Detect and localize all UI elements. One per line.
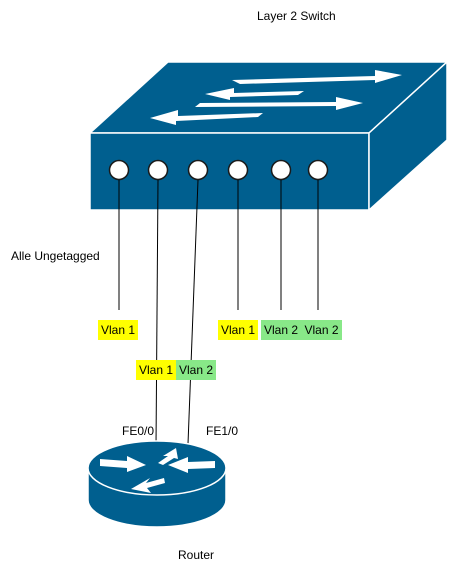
switch-port-5 <box>270 159 292 181</box>
untagged-note: Alle Ungetagged <box>11 249 100 263</box>
switch-port-2 <box>147 159 169 181</box>
vlan-tag-port-1: Vlan 1 <box>98 320 138 340</box>
vlan-tag-port-4: Vlan 1 <box>218 320 258 340</box>
cable-router-fe00 <box>155 179 159 448</box>
vlan-tag-port-5: Vlan 2 <box>261 320 301 340</box>
router <box>87 440 227 528</box>
switch-side-face <box>368 60 448 212</box>
switch-arrow-icons <box>150 70 402 125</box>
interface-label-fe00: FE0/0 <box>122 424 155 438</box>
vlan-tag-port-6: Vlan 2 <box>301 320 342 340</box>
layer2-switch <box>88 60 449 212</box>
switch-title: Layer 2 Switch <box>257 9 336 23</box>
switch-ports <box>108 159 329 181</box>
switch-port-4 <box>227 159 249 181</box>
switch-port-3 <box>187 159 209 181</box>
router-top <box>87 440 227 496</box>
vlan-tag-router-fe10: Vlan 2 <box>176 360 216 380</box>
switch-port-1 <box>108 159 130 181</box>
cables <box>118 179 319 448</box>
switch-port-6 <box>307 159 329 181</box>
router-arrow-icons <box>100 448 215 493</box>
router-label: Router <box>178 548 215 562</box>
vlan-tag-router-fe00: Vlan 1 <box>136 360 176 380</box>
cable-router-fe10 <box>187 179 199 445</box>
interface-label-fe10: FE1/0 <box>206 424 239 438</box>
